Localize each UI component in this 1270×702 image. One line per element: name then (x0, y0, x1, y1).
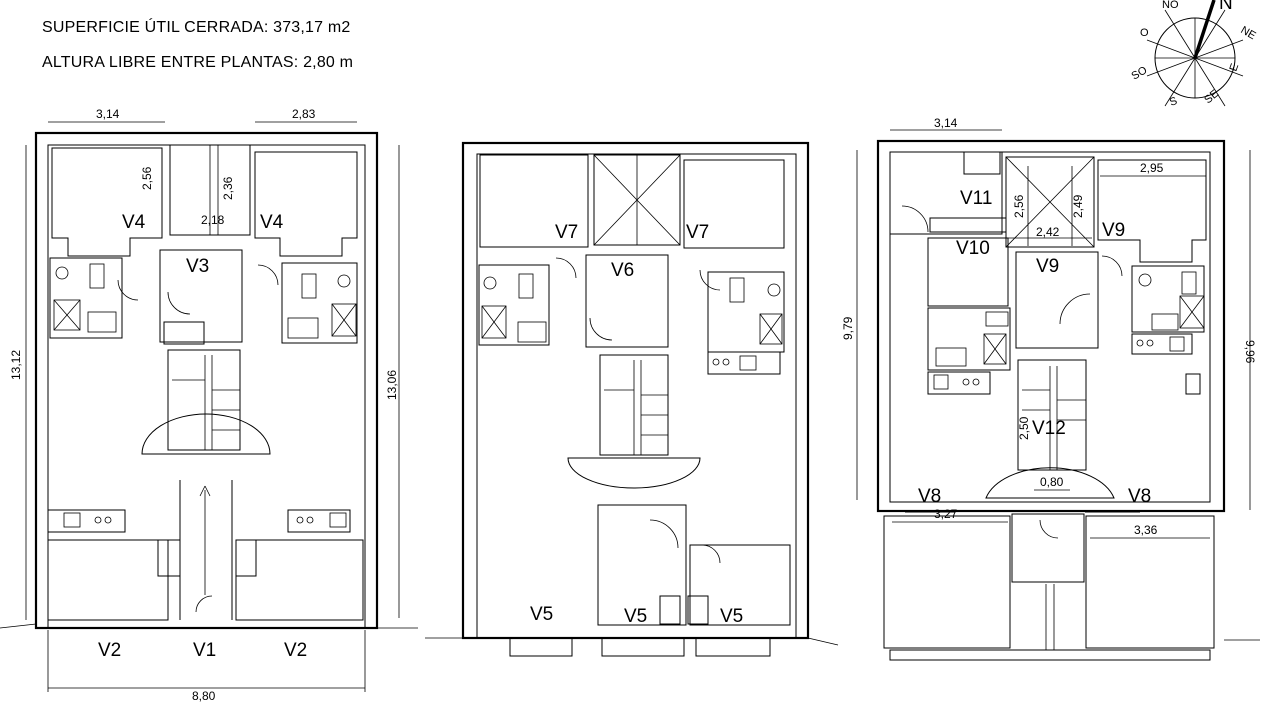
plan1-patio-left-height: 2,56 (140, 166, 154, 190)
plan3-window-v9-right: V9 (1102, 220, 1125, 241)
plan1-window-v4-left: V4 (122, 212, 146, 233)
plan1-height-right: 13,06 (385, 370, 399, 400)
plan1-bottom-width: 8,80 (192, 689, 216, 702)
plan1-patio-center-height: 2,36 (221, 176, 235, 200)
floor-plan-1: 3,14 2,83 13,12 13,06 8,80 2,56 2,36 2,1… (0, 107, 418, 702)
plan3-height-left: 9,79 (841, 316, 855, 340)
plan1-window-v2-right: V2 (284, 640, 307, 661)
plan2-window-v5-left: V5 (530, 604, 553, 625)
plan3-window-v9-left: V9 (1036, 256, 1059, 277)
plan3-top-left-width: 3,14 (934, 116, 958, 130)
plan3-patio-height-a: 2,56 (1012, 194, 1026, 218)
plan1-height-left: 13,12 (9, 350, 23, 380)
plan1-window-v1: V1 (193, 640, 216, 661)
compass-southwest: SO (1130, 64, 1150, 83)
plan3-top-right-width: 2,95 (1140, 161, 1164, 175)
compass-northwest: NO (1162, 0, 1179, 11)
plan3-window-v10: V10 (956, 238, 990, 259)
plan2-window-v7-right: V7 (686, 222, 709, 243)
plan3-terrace-left: 3,27 (934, 507, 958, 521)
plan2-window-v7-left: V7 (555, 222, 578, 243)
plan1-top-right-width: 2,83 (292, 107, 316, 121)
plan3-terrace-right: 3,36 (1134, 523, 1158, 537)
surface-area-label: SUPERFICIE ÚTIL CERRADA: 373,17 m2 (42, 19, 351, 36)
plan2-window-v5-center: V5 (624, 606, 647, 627)
plan1-window-v2-left: V2 (98, 640, 121, 661)
plan2-window-v6: V6 (611, 260, 634, 281)
plan3-window-v8-left: V8 (918, 486, 941, 507)
plan3-window-v11: V11 (960, 188, 992, 209)
plan3-height-right: 9,96 (1243, 340, 1257, 364)
compass-west: O (1140, 27, 1149, 39)
plan1-patio-center-width: 2,18 (201, 213, 225, 227)
plan3-stair-dim: 2,50 (1017, 416, 1031, 440)
plan1-top-left-width: 3,14 (96, 107, 120, 121)
floor-plan-3: 3,14 9,79 9,96 2,95 2,56 2,49 2,42 2,50 … (841, 116, 1260, 661)
floor-height-label: ALTURA LIBRE ENTRE PLANTAS: 2,80 m (42, 54, 354, 71)
plan1-window-v4-right: V4 (260, 212, 284, 233)
compass-east: E (1228, 62, 1242, 73)
compass-northeast: NE (1239, 24, 1258, 42)
plan3-patio-height-b: 2,49 (1071, 194, 1085, 218)
plan3-window-v8-right: V8 (1128, 486, 1151, 507)
plan3-patio-width: 2,42 (1036, 225, 1060, 239)
compass-north: N (1219, 0, 1233, 14)
plan2-window-v5-right: V5 (720, 606, 743, 627)
plan3-window-v12: V12 (1032, 418, 1066, 439)
plan3-door-width: 0,80 (1040, 475, 1064, 489)
plan1-window-v3: V3 (186, 256, 209, 277)
compass-rose: N NE E SE S SO O NO (1130, 0, 1258, 109)
compass-south: S (1168, 95, 1179, 109)
floor-plan-2: V7 V7 V6 V5 V5 V5 (425, 141, 839, 657)
